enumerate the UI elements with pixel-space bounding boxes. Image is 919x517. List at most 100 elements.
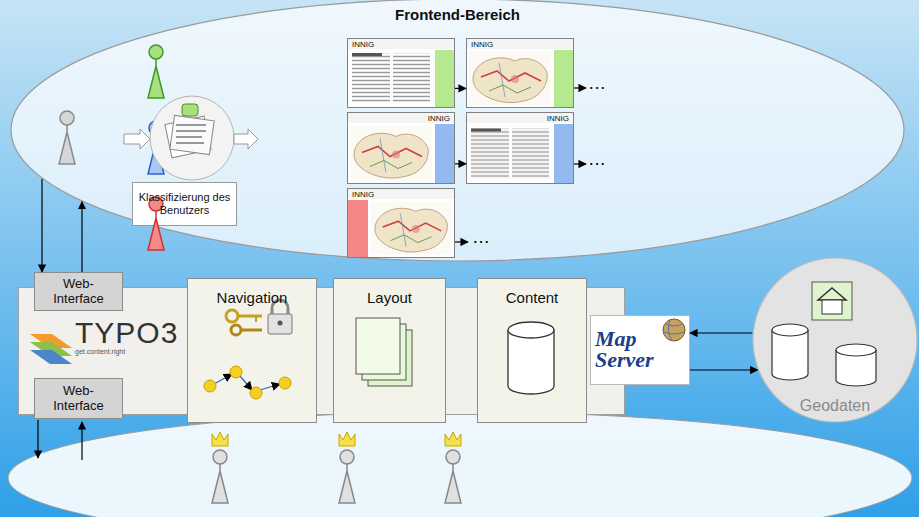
- web-interface-box: Web-Interface: [34, 272, 123, 311]
- thumbnail-decoration: [554, 124, 573, 183]
- typo3-system-band: TYPO3get.content.rightWeb-InterfaceWeb-I…: [18, 287, 625, 415]
- mapserver-box: Map Server: [590, 315, 690, 385]
- node-label: Layout: [367, 289, 412, 306]
- navigation-icon: [204, 300, 292, 399]
- connector-arrow: [41, 179, 42, 272]
- page-thumbnail: INNIG: [466, 112, 574, 184]
- geodata-icons: [772, 324, 808, 336]
- thumbnail-decoration: [435, 50, 454, 107]
- page-thumbnail: INNIG: [466, 38, 574, 108]
- backend-interface-arrows: [38, 420, 82, 460]
- navigation-icon: [260, 384, 280, 390]
- user-icons: [148, 45, 164, 98]
- thumbnail-decoration: [348, 39, 454, 49]
- thumbnail-decoration: [348, 200, 368, 257]
- logo-slogan: get.content.right: [75, 348, 125, 356]
- thumbnail-decoration: [435, 124, 454, 183]
- layout-icon: [356, 318, 412, 386]
- backend-interface-arrows: [37, 420, 38, 458]
- connector-arrow: [455, 88, 466, 89]
- connector-arrow: [690, 332, 752, 333]
- module-panel: Navigation: [187, 278, 317, 423]
- module-panel: Layout: [333, 278, 446, 423]
- backend-ellipse: [8, 412, 912, 517]
- thumbnail-decoration: [467, 113, 573, 123]
- navigation-icon: [250, 387, 262, 399]
- thumbnail-decoration: [350, 127, 432, 181]
- admin-icons: [445, 450, 461, 503]
- node-label: INNIG: [352, 190, 374, 199]
- node-label: Web-Interface: [44, 277, 114, 307]
- thumbnail-decoration: [455, 241, 468, 242]
- continuation-ellipsis: …: [472, 228, 490, 246]
- layout-icon: [356, 318, 400, 374]
- navigation-icon: [226, 310, 238, 322]
- navigation-icon: [238, 315, 262, 318]
- layout-icon: [368, 330, 412, 386]
- classification-icon: [150, 96, 234, 180]
- thumbnail-decoration: [469, 51, 551, 105]
- thumbnail-decoration: [348, 39, 586, 257]
- connector-arrow: [455, 163, 466, 164]
- user-icons: [148, 121, 164, 174]
- connector-arrow: [690, 369, 758, 370]
- typo3-logo-mark: [30, 342, 72, 356]
- admin-icons: [212, 432, 461, 503]
- geodata-icons: [822, 300, 842, 314]
- geodata-icons: [772, 330, 808, 380]
- backend-interface-arrows: [81, 422, 82, 460]
- node-label: Frontend-Bereich: [395, 6, 520, 23]
- thumbnail-decoration: [574, 163, 586, 164]
- classification-box: Klassifizierung des Benutzers: [132, 182, 237, 226]
- navigation-icon: [278, 321, 283, 326]
- layout-icon: [362, 324, 406, 380]
- admin-icons: [212, 450, 228, 503]
- geodata-icons: [836, 344, 876, 356]
- user-icons: [59, 45, 164, 250]
- node-label: INNIG: [471, 40, 493, 49]
- continuation-ellipsis: …: [588, 74, 606, 92]
- navigation-icon: [204, 380, 216, 392]
- node-label: Map Server: [595, 329, 669, 371]
- thumbnail-decoration: [467, 39, 573, 49]
- navigation-icon: [272, 300, 288, 314]
- typo3-logo-mark: [30, 334, 72, 364]
- node-label: INNIG: [428, 114, 450, 123]
- thumbnail-decoration: [574, 87, 586, 88]
- classification-icon: [170, 115, 214, 154]
- frontend-region: Frontend-BereichKlassifizierung des Benu…: [10, 0, 905, 262]
- navigation-icon: [240, 376, 252, 390]
- navigation-icon: [241, 329, 262, 332]
- page-thumbnail: INNIG: [347, 188, 455, 258]
- navigation-icon: [279, 377, 291, 389]
- mapserver-globe: [663, 319, 685, 341]
- node-label: Content: [506, 289, 559, 306]
- node-label: INNIG: [547, 114, 569, 123]
- page-thumbnail: INNIG: [347, 112, 455, 184]
- navigation-icon: [255, 316, 257, 322]
- outline: [11, 0, 904, 261]
- page-thumbnail: INNIG: [347, 38, 455, 108]
- navigation-icon: [268, 314, 292, 334]
- thumbnail-decoration: [371, 202, 451, 255]
- admin-icons: [445, 432, 461, 446]
- classification-icon: [176, 124, 206, 126]
- typo3-logo-mark: [30, 334, 72, 348]
- navigation-icon: [214, 374, 232, 384]
- node-label: Klassifizierung des Benutzers: [139, 191, 231, 216]
- outline: [753, 258, 917, 422]
- content-database-icon: [508, 322, 554, 338]
- module-panel: Content: [477, 278, 587, 423]
- node-label: INNIG: [352, 40, 374, 49]
- admin-icons: [339, 432, 355, 446]
- classification-icon: [182, 104, 198, 116]
- classification-icon: [176, 142, 204, 144]
- node-label: Geodaten: [800, 397, 870, 415]
- connector-arrow: [81, 202, 82, 272]
- classification-icon: [176, 130, 206, 132]
- content-database-icon: [508, 322, 554, 394]
